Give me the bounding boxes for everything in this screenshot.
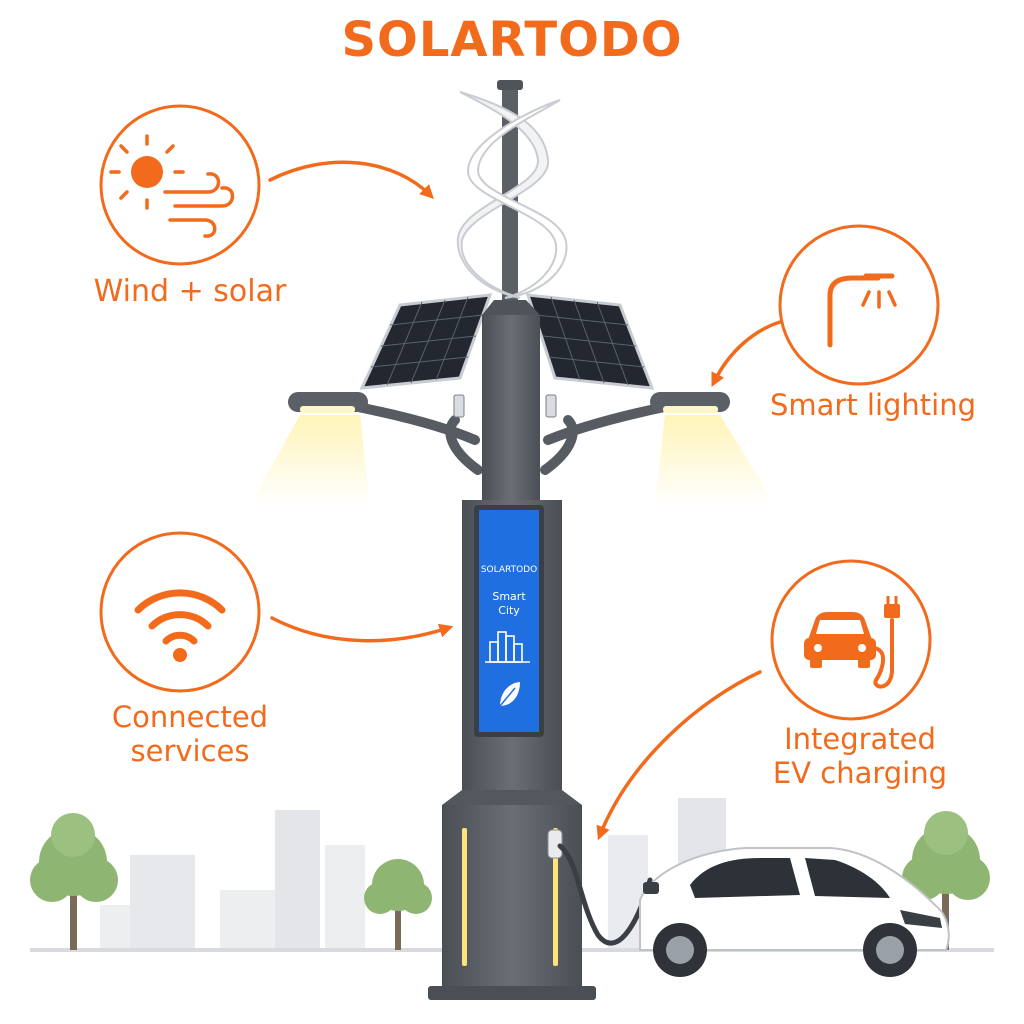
ev-car (639, 847, 950, 977)
display-brand: SOLARTODO (481, 565, 537, 575)
street-lamp-icon (827, 273, 897, 348)
wifi-icon (134, 589, 226, 645)
smart-city-display: SOLARTODO Smart City (474, 505, 544, 737)
label-connected-line1: Connected (111, 700, 269, 734)
label-wind-solar: Wind + solar (93, 274, 287, 309)
arrow-connected (270, 616, 454, 643)
leaf-icon (499, 682, 520, 707)
display-line2: City (498, 604, 520, 617)
light-beam-left (250, 415, 370, 505)
feature-smart-lighting (778, 224, 940, 386)
lamp-head-right (650, 392, 730, 413)
arrow-smart-lighting (711, 320, 782, 388)
charging-cable (557, 843, 653, 946)
sun-wind-icon (109, 134, 235, 238)
label-ev-line1: Integrated (784, 722, 936, 756)
city-skyline-icon (485, 631, 530, 663)
light-beam-right (655, 415, 775, 505)
label-ev-line2: EV charging (772, 756, 948, 790)
sensors (453, 394, 557, 418)
tree-mid (364, 859, 432, 950)
display-line1: Smart (492, 590, 526, 603)
solar-panel-left (359, 293, 493, 390)
feature-wind-solar (99, 104, 261, 266)
car-plug-icon (804, 596, 900, 689)
lamp-head-left (288, 392, 368, 413)
label-smart-lighting: Smart lighting (769, 388, 977, 422)
brand-title: SOLARTODO (341, 12, 683, 68)
tree-left (30, 813, 118, 950)
solar-panel-right (525, 293, 655, 390)
vertical-wind-turbine (456, 80, 568, 312)
feature-ev-charging (770, 559, 932, 721)
feature-connected-services (99, 531, 261, 693)
arrow-wind-solar (268, 160, 434, 199)
arrow-ev-charging (596, 670, 762, 841)
label-connected-line2: services (130, 734, 250, 768)
